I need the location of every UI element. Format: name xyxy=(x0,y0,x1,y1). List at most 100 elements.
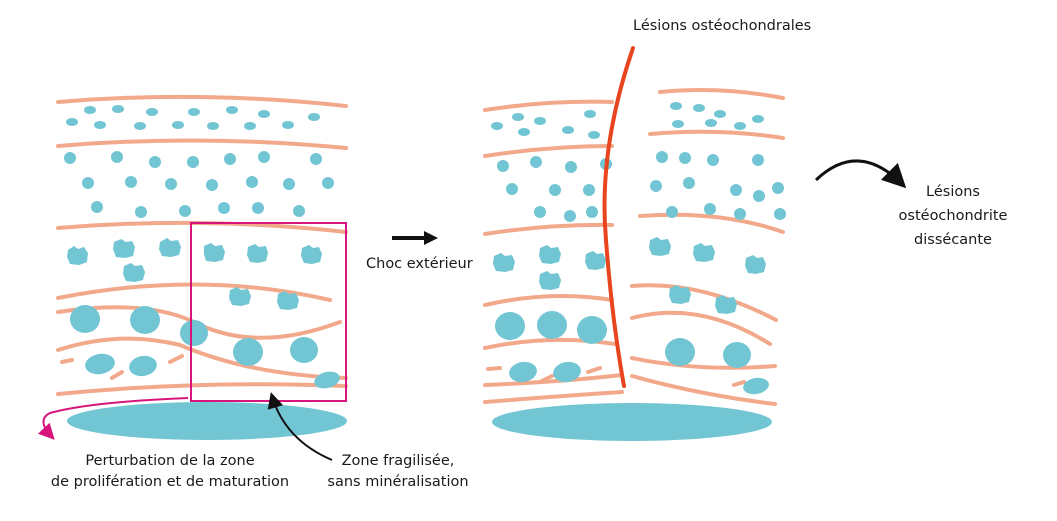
dissecting-arrow xyxy=(814,159,907,189)
cell xyxy=(723,342,751,368)
cell xyxy=(130,306,160,334)
cell xyxy=(683,177,695,189)
proliferative-cells-left xyxy=(67,238,322,310)
cell xyxy=(91,201,103,213)
cell xyxy=(247,244,268,263)
cell xyxy=(129,355,157,377)
cell xyxy=(730,184,742,196)
cartilage-layers-right xyxy=(483,88,785,406)
cell xyxy=(649,237,671,256)
cell xyxy=(125,176,137,188)
label-lesions-osteochondrales: Lésions ostéochondrales xyxy=(633,18,811,34)
cell xyxy=(314,371,340,389)
cell xyxy=(585,251,606,270)
cell xyxy=(584,110,596,118)
cell xyxy=(509,361,537,383)
cell xyxy=(704,203,716,215)
layer-line xyxy=(658,88,785,100)
cell xyxy=(774,208,786,220)
cell xyxy=(577,316,607,344)
cartilage-healthy xyxy=(56,94,348,440)
cell xyxy=(705,119,717,127)
layer-line xyxy=(483,294,614,307)
cell xyxy=(84,106,96,114)
cell xyxy=(111,151,123,163)
cell xyxy=(112,105,124,113)
layer-line xyxy=(56,336,348,380)
cell xyxy=(530,156,542,168)
cell xyxy=(82,177,94,189)
layer-line xyxy=(630,283,778,322)
cell xyxy=(322,177,334,189)
label-choc-exterieur: Choc extérieur xyxy=(366,256,473,272)
cell xyxy=(553,361,581,383)
zone-fragilisee-arrow xyxy=(267,392,333,461)
cell xyxy=(493,253,515,272)
label-perturbation-line2: de prolifération et de maturation xyxy=(51,474,289,490)
cell xyxy=(293,205,305,217)
layer-line xyxy=(56,138,348,150)
cell xyxy=(224,153,236,165)
cell xyxy=(752,154,764,166)
subchondral-bone-right xyxy=(492,403,772,441)
cell xyxy=(123,263,145,282)
label-osteochondrite-line2: ostéochondrite xyxy=(899,208,1008,224)
choc-arrow-head xyxy=(424,231,438,245)
cell xyxy=(512,113,524,121)
cell xyxy=(539,245,561,264)
cell xyxy=(506,183,518,195)
layer-dash xyxy=(586,366,602,374)
subchondral-bone-left xyxy=(67,402,347,440)
cell xyxy=(172,121,184,129)
cell xyxy=(539,271,561,290)
layer-line xyxy=(638,212,785,234)
cell xyxy=(180,320,208,346)
cell xyxy=(290,337,318,363)
layer-line xyxy=(56,220,348,234)
layer-line xyxy=(56,94,348,108)
layer-line xyxy=(483,222,614,236)
cell xyxy=(734,122,746,130)
cell xyxy=(693,243,715,262)
cell xyxy=(666,206,678,218)
fracture-line xyxy=(602,46,635,388)
cell xyxy=(679,152,691,164)
cell xyxy=(669,285,691,304)
cell xyxy=(179,205,191,217)
cell xyxy=(707,154,719,166)
cell xyxy=(772,182,784,194)
cell xyxy=(491,122,503,130)
cell xyxy=(715,295,737,314)
cell xyxy=(113,239,135,258)
hypertrophic-cells-left xyxy=(70,305,340,389)
cell xyxy=(534,206,546,218)
cartilage-damaged xyxy=(483,46,786,441)
cell xyxy=(656,151,668,163)
layer-line xyxy=(483,390,624,404)
cell xyxy=(146,108,158,116)
layer-dash xyxy=(168,354,184,364)
cell xyxy=(310,153,322,165)
cell xyxy=(583,184,595,196)
cell xyxy=(218,202,230,214)
label-perturbation-line1: Perturbation de la zone xyxy=(85,453,254,469)
cell xyxy=(66,118,78,126)
cell xyxy=(246,176,258,188)
cell xyxy=(204,243,225,262)
layer-line xyxy=(630,356,777,370)
choc-arrow xyxy=(392,231,438,245)
cell xyxy=(672,120,684,128)
cell xyxy=(518,128,530,136)
cell xyxy=(665,338,695,366)
cell xyxy=(229,287,251,306)
cell xyxy=(64,152,76,164)
cell xyxy=(537,311,567,339)
cell xyxy=(301,245,322,264)
label-zone-fragilisee-line1: Zone fragilisée, xyxy=(342,453,455,469)
proliferative-cells-right xyxy=(493,237,766,314)
layer-dash xyxy=(110,370,124,380)
cell xyxy=(135,206,147,218)
cell xyxy=(233,338,263,366)
cell xyxy=(743,377,769,395)
cell xyxy=(277,291,299,310)
